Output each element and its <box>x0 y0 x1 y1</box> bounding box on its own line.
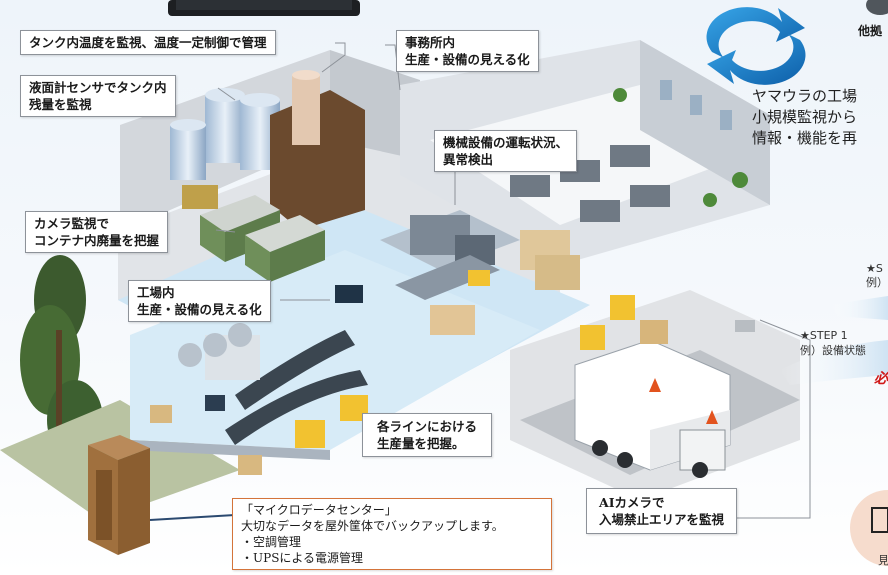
loading-area <box>510 290 800 500</box>
callout-office: 事務所内 生産・設備の見える化 <box>396 30 539 72</box>
step1-line: 例）設備状態 <box>800 344 866 357</box>
other-site-label: 他拠 <box>858 24 883 38</box>
callout-camera-waste: カメラ監視で コンテナ内廃量を把握 <box>25 211 169 253</box>
callout-text: タンク内温度を監視、温度一定制御で管理 <box>29 35 267 50</box>
step-s-line: ★S <box>866 262 883 275</box>
badge-text: 見 <box>878 554 888 567</box>
callout-ai-camera: AIカメラで 入場禁止エリアを監視 <box>586 488 738 534</box>
callout-line-output: 各ラインにおける 生産量を把握。 <box>362 413 493 457</box>
callout-line: 機械設備の運転状況、 <box>443 135 569 150</box>
description-line: 小規模監視から <box>752 108 858 126</box>
callout-line: 各ラインにおける <box>377 419 478 434</box>
callout-line: カメラ監視で <box>34 216 110 231</box>
callout-line: AIカメラで <box>599 495 665 510</box>
callout-line: 大切なデータを屋外筐体でバックアップします。 <box>241 519 504 533</box>
conveyor-belts <box>150 323 368 475</box>
description-line: ヤマウラの工場 <box>752 87 858 105</box>
step1-line: ★STEP 1 <box>800 329 848 342</box>
production-machinery <box>335 210 580 335</box>
callout-micro-datacenter: 「マイクロデータセンター」 大切なデータを屋外筐体でバックアップします。 ・空調… <box>232 498 552 570</box>
background-ribbons <box>780 296 888 385</box>
callout-line: コンテナ内廃量を把握 <box>34 233 160 248</box>
description-line: 情報・機能を再 <box>752 129 858 147</box>
callout-line: 生産・設備の見える化 <box>137 302 262 317</box>
globe-edge-icon <box>866 0 888 15</box>
red-emphasis: 必 <box>874 371 888 387</box>
monitor-icon <box>168 0 360 16</box>
callout-line: 事務所内 <box>405 35 456 50</box>
callout-level-sensor: 液面計センサでタンク内 残量を監視 <box>20 75 176 117</box>
callout-line: 入場禁止エリアを監視 <box>599 512 725 527</box>
step1-label: ★STEP 1 例）設備状態 <box>800 328 866 358</box>
micro-datacenter-cabinet <box>88 435 236 555</box>
callout-tank-temp: タンク内温度を監視、温度一定制御で管理 <box>20 30 276 55</box>
badge-icon <box>850 490 888 566</box>
step-s-line: 例） <box>866 276 888 289</box>
office-block <box>400 40 770 265</box>
right-description: ヤマウラの工場 小規模監視から 情報・機能を再 <box>752 86 857 149</box>
callout-machinery: 機械設備の運転状況、 異常検出 <box>434 130 578 172</box>
callout-factory: 工場内 生産・設備の見える化 <box>128 280 271 322</box>
waste-containers <box>182 185 325 282</box>
callout-line: 残量を監視 <box>29 97 92 112</box>
callout-line: 液面計センサでタンク内 <box>29 80 167 95</box>
callout-line: ・空調管理 <box>241 535 302 549</box>
callout-line: 生産・設備の見える化 <box>405 52 530 67</box>
sync-arrows-icon <box>706 7 806 85</box>
callout-line: 「マイクロデータセンター」 <box>241 503 397 517</box>
callout-line: 生産量を把握。 <box>377 436 465 451</box>
callout-line: 異常検出 <box>443 152 494 167</box>
storage-tanks <box>170 70 365 230</box>
step-s-label: ★S 例） <box>866 262 888 290</box>
callout-line: ・UPSによる電源管理 <box>241 551 364 565</box>
callout-line: 工場内 <box>137 285 175 300</box>
